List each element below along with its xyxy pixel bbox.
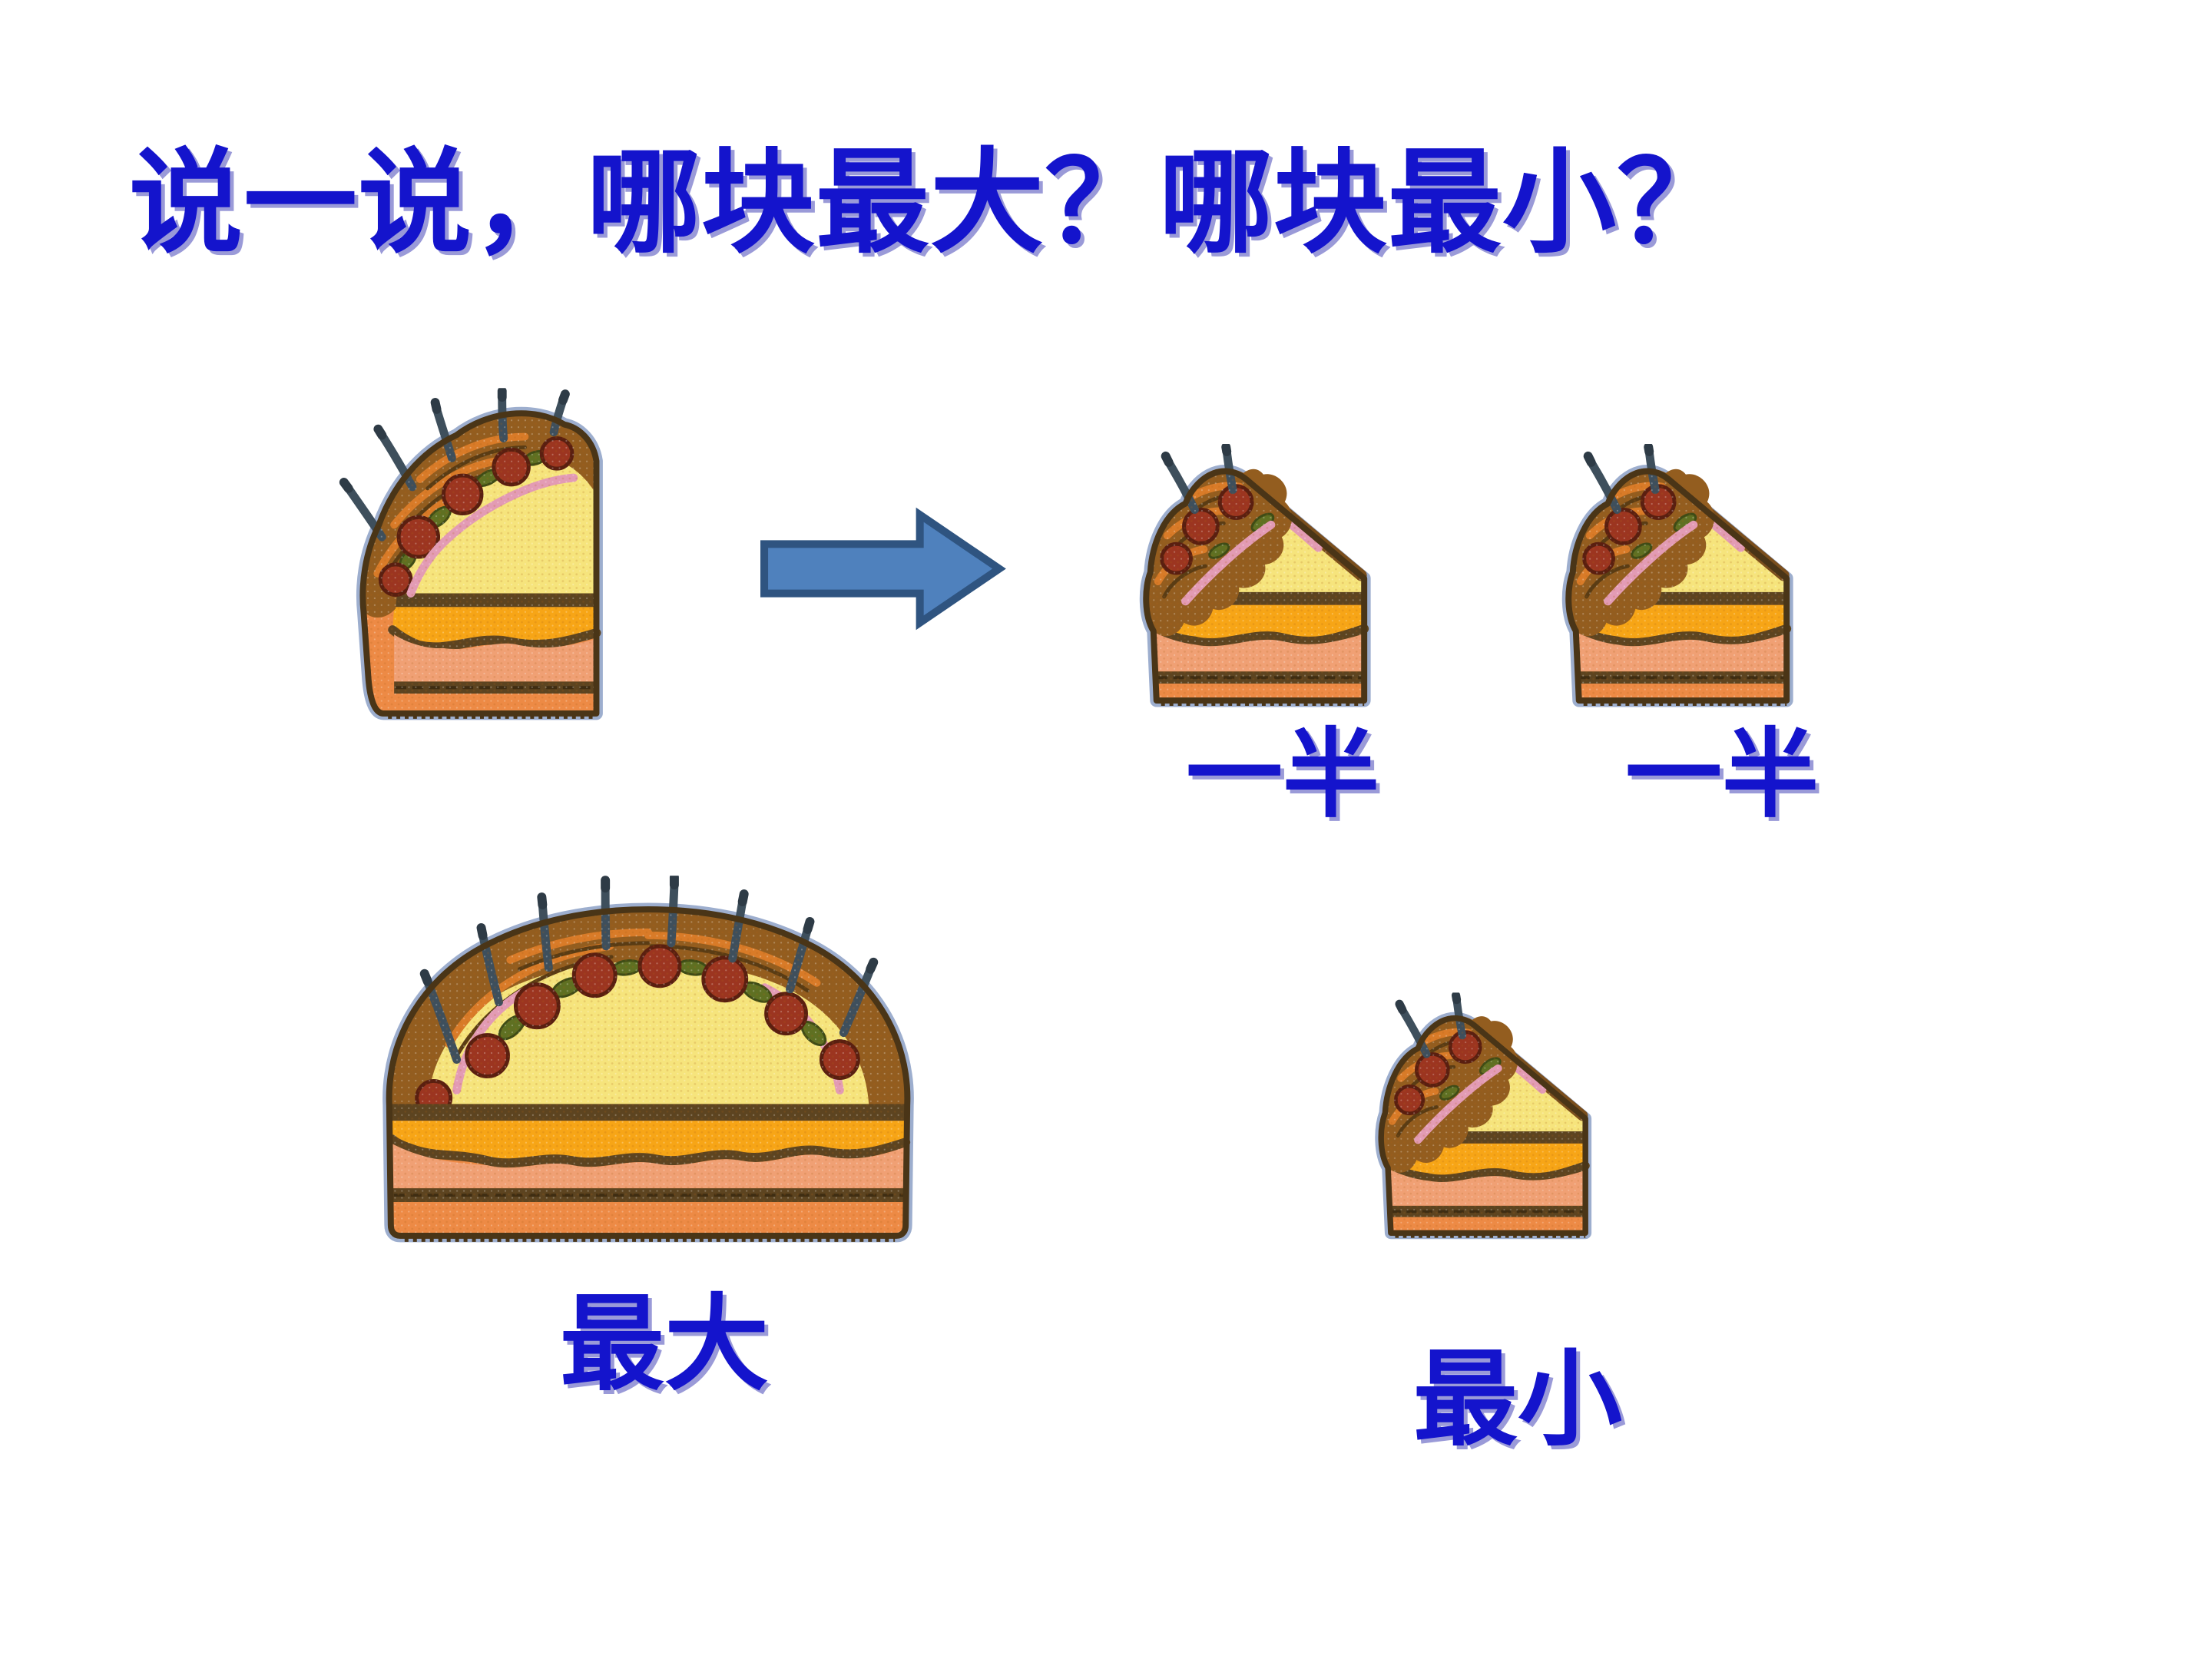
small-slice-illustration (1358, 986, 1608, 1246)
cake-slice-illustration-left (1121, 444, 1389, 707)
half-cake-illustration (329, 388, 633, 723)
smallest-label: 最小 (1413, 1343, 1622, 1459)
slide-title: 说一说，哪块最大？哪块最小？ (129, 141, 1731, 267)
cake-slice-illustration-right (1544, 444, 1811, 707)
right-arrow-icon (760, 507, 1006, 631)
half-label-left: 一半 (1186, 723, 1379, 830)
half-label-right: 一半 (1625, 723, 1819, 830)
biggest-label: 最大 (560, 1288, 769, 1403)
whole-cake-illustration (342, 876, 955, 1247)
